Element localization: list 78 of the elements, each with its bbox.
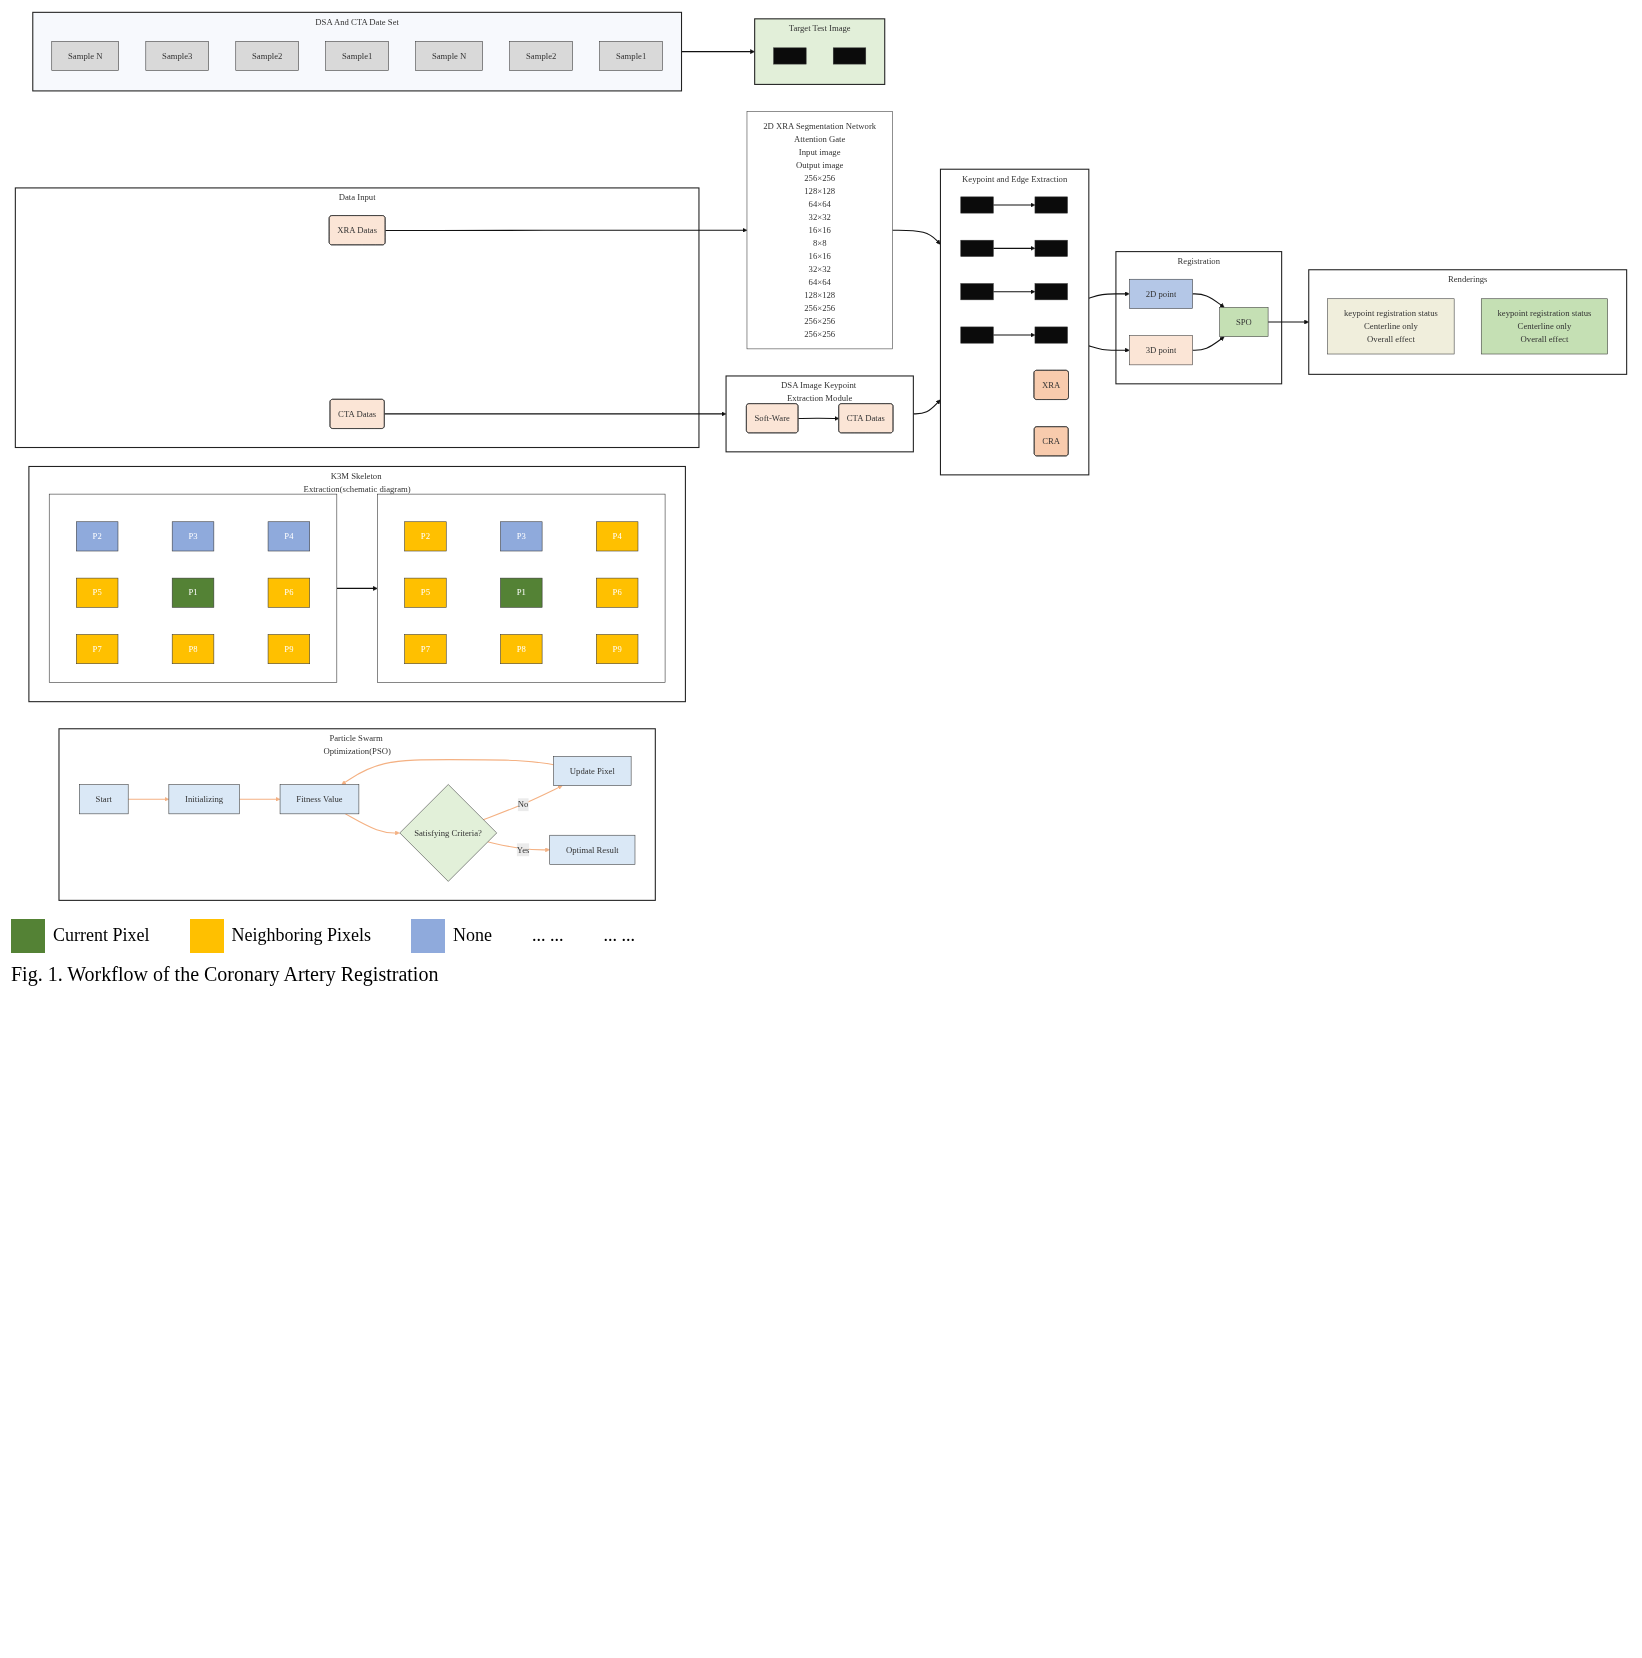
- node-box: P4: [267, 521, 310, 552]
- node-box: keypoint registration status Centerline only Overall effect: [1327, 298, 1455, 355]
- node-box: Initializing: [168, 784, 240, 815]
- node-box: P3: [500, 521, 543, 552]
- arrow: [797, 416, 840, 421]
- legend-label: Neighboring Pixels: [231, 925, 371, 947]
- node-box: Fitness Value: [279, 784, 360, 815]
- arrow: [992, 332, 1036, 338]
- arrow: [1192, 293, 1225, 308]
- cluster: [377, 493, 666, 683]
- node-box: Sample N: [415, 41, 483, 71]
- node-box: P9: [596, 634, 639, 664]
- node-box: [960, 326, 994, 344]
- node-box: Sample1: [599, 41, 663, 71]
- arrow: [992, 202, 1036, 208]
- node-box: [960, 239, 994, 257]
- arrow: [681, 49, 755, 54]
- node-box: P1: [500, 577, 543, 608]
- node-box: P5: [404, 577, 447, 608]
- node-box: P6: [267, 577, 310, 608]
- node-box: Optimal Result: [549, 834, 636, 865]
- node-box: [960, 283, 994, 301]
- node-box: P2: [76, 521, 119, 552]
- edge-label: Yes: [516, 844, 530, 855]
- node-box: 2D point: [1129, 278, 1193, 309]
- arrow: [1267, 319, 1309, 325]
- node-box: P2: [404, 521, 447, 552]
- node-box: SPO: [1219, 307, 1269, 337]
- arrow: [336, 586, 378, 591]
- arrow: [341, 759, 555, 785]
- arrow: [238, 796, 281, 802]
- node-box: P9: [267, 634, 310, 664]
- arrow: [1192, 336, 1225, 351]
- node-box: P5: [76, 577, 119, 608]
- node-box: [1034, 239, 1068, 257]
- cluster: [48, 493, 338, 683]
- node-box: Sample3: [145, 41, 209, 71]
- node-box: Sample1: [325, 41, 389, 71]
- node-box: P3: [171, 521, 215, 552]
- node-box: P7: [76, 634, 119, 664]
- arrow: [384, 227, 748, 233]
- node-box: [1034, 326, 1068, 344]
- node-box: [960, 196, 994, 214]
- ellipsis-label: ... ...: [603, 925, 635, 947]
- node-box: 3D point: [1129, 335, 1193, 366]
- arrow: [344, 813, 400, 836]
- legend-label: Current Pixel: [53, 925, 150, 947]
- legend-label: None: [453, 925, 492, 947]
- node-box: [1034, 283, 1068, 301]
- node-box: Sample2: [235, 41, 299, 71]
- node-box: P1: [171, 577, 215, 608]
- node-box: 2D XRA Segmentation Network Attention Gate Input image Output image 256×256 128×128 64×64 32×32 16×16 8×8 16×16 32×32 64×64 128×128 256×256 256×256 256×256: [746, 111, 893, 350]
- edge-label: No: [517, 799, 529, 810]
- arrow: [992, 245, 1036, 251]
- arrow: [482, 785, 563, 821]
- node-box: [833, 47, 867, 65]
- ellipsis-label: ... ...: [532, 925, 564, 947]
- arrow: [127, 796, 170, 802]
- node-box: P8: [171, 634, 215, 664]
- node-box: P4: [596, 521, 639, 552]
- node-box: P8: [500, 634, 543, 664]
- node-box: Start: [79, 784, 129, 815]
- node-diamond: Satisfying Criteria?: [399, 784, 497, 882]
- node-box: Sample N: [51, 41, 119, 71]
- node-box: P7: [404, 634, 447, 664]
- node-box: [1034, 196, 1068, 214]
- arrow: [1088, 345, 1130, 353]
- node-box: keypoint registration status Centerline only Overall effect: [1481, 298, 1608, 355]
- cluster: Target Test Image: [754, 18, 886, 85]
- node-box: Sample2: [509, 41, 573, 71]
- arrow: [383, 411, 727, 417]
- node-box: Update Pixel: [553, 756, 632, 786]
- node-box: [773, 47, 807, 65]
- node-box: P6: [596, 577, 639, 608]
- arrow: [992, 289, 1036, 295]
- figure-caption: Fig. 1. Workflow of the Coronary Artery Registration: [11, 962, 440, 986]
- arrow: [891, 229, 941, 245]
- arrow: [1088, 291, 1130, 299]
